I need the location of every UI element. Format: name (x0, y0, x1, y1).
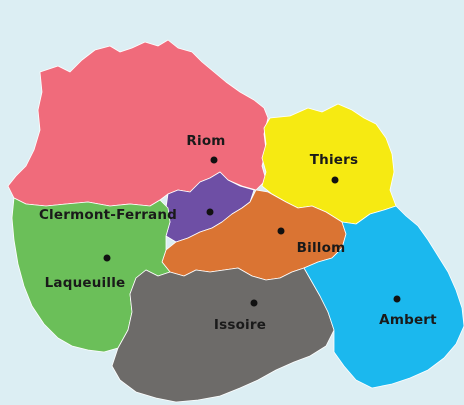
city-label-ambert: Ambert (379, 312, 437, 328)
region-issoire[interactable] (111, 267, 335, 403)
city-marker-thiers (331, 176, 339, 184)
city-label-clermont: Clermont-Ferrand (39, 207, 177, 223)
city-marker-billom (277, 227, 285, 235)
region-ambert[interactable] (303, 205, 464, 389)
city-label-billom: Billom (297, 240, 346, 256)
city-marker-clermont (206, 208, 214, 216)
city-label-issoire: Issoire (214, 317, 266, 333)
city-marker-issoire (250, 299, 258, 307)
city-label-riom: Riom (186, 133, 225, 149)
city-marker-laqueuille (103, 254, 111, 262)
city-label-thiers: Thiers (310, 152, 359, 168)
city-label-laqueuille: Laqueuille (45, 275, 126, 291)
city-marker-ambert (393, 295, 401, 303)
city-marker-riom (210, 156, 218, 164)
